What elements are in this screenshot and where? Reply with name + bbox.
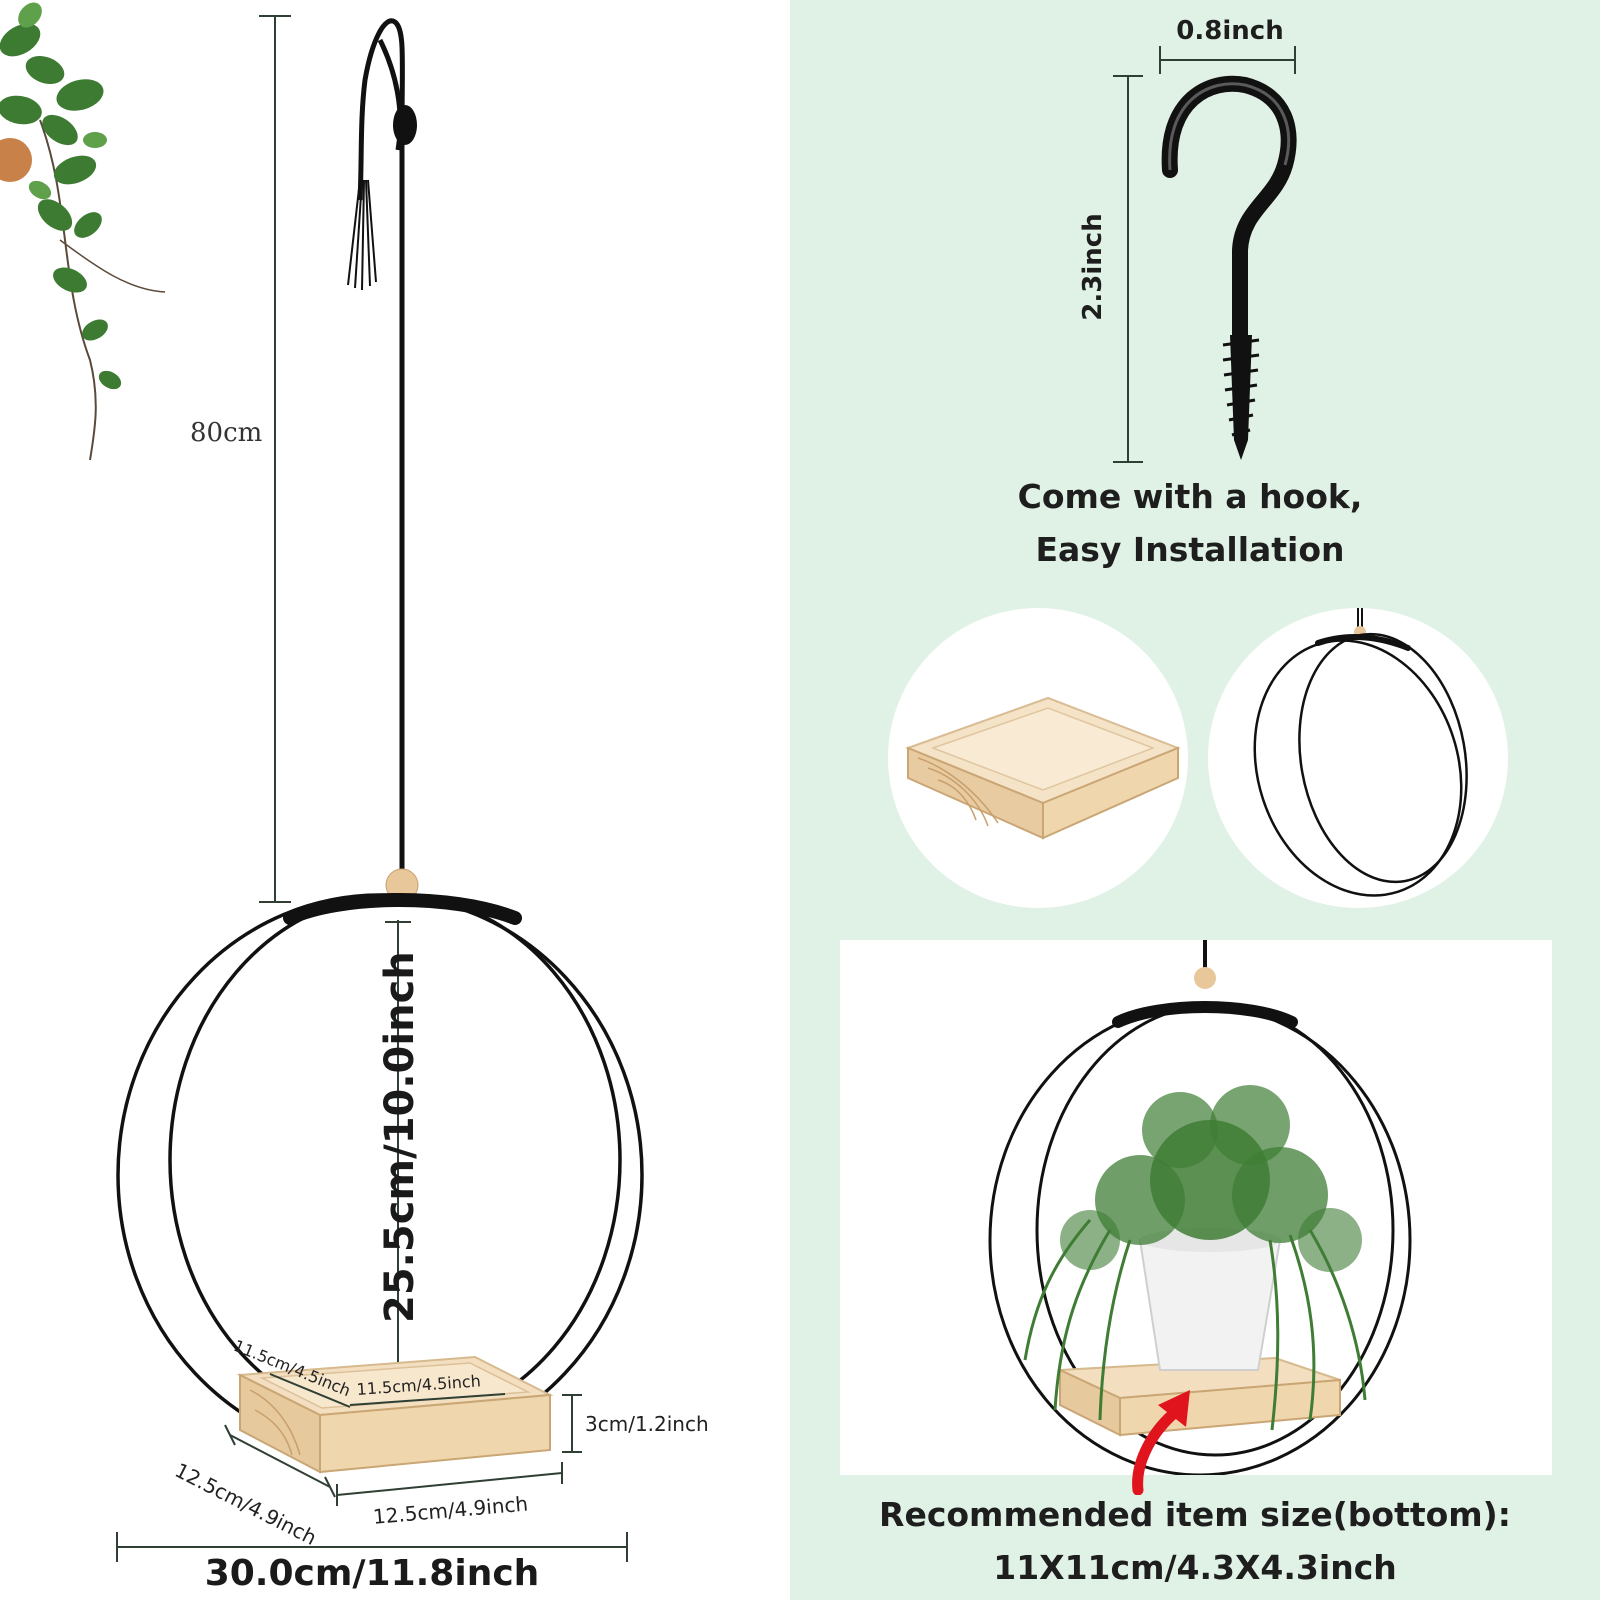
plant-hanger-diagram (116, 18, 644, 1562)
hook-shape (1161, 75, 1297, 348)
recommended-size-line2: 11X11cm/4.3X4.3inch (993, 1548, 1397, 1587)
hook-height-label: 2.3inch (1078, 213, 1108, 321)
rope-knot (393, 105, 417, 145)
hook-width-label: 0.8inch (1176, 16, 1284, 46)
tray-detail-circle (888, 608, 1188, 908)
trailing-plant-illustration (0, 2, 166, 461)
red-arrow-icon (1132, 1390, 1190, 1495)
recommended-size-line1: Recommended item size(bottom): (879, 1495, 1511, 1534)
hook-screw (1230, 335, 1252, 460)
tray-height-label: 3cm/1.2inch (585, 1412, 709, 1436)
ring-width-label: 30.0cm/11.8inch (204, 1553, 540, 1594)
plant-pot (0, 138, 32, 182)
trailing-foliage (1060, 1085, 1362, 1272)
right-features-panel: 0.8inch 2.3inch Come with a hook, Easy I… (790, 0, 1600, 1600)
ring-height-label: 25.5cm/10.0inch (377, 951, 423, 1323)
plant-in-hanger-photo (840, 940, 1552, 1475)
hook-illustration (1113, 46, 1297, 463)
length-dimension-line (259, 15, 291, 903)
hanging-rope (357, 18, 405, 890)
hook-caption-line2: Easy Installation (1035, 530, 1345, 569)
left-dimensions-panel: 80cm (0, 0, 790, 1600)
hook-caption-line1: Come with a hook, (1017, 477, 1363, 516)
total-length-label: 80cm (190, 418, 263, 448)
ring-detail-circle (1208, 608, 1508, 908)
wrapped-ring-top (283, 893, 522, 925)
white-pot (1138, 1239, 1282, 1371)
rope-tassel (347, 179, 377, 291)
